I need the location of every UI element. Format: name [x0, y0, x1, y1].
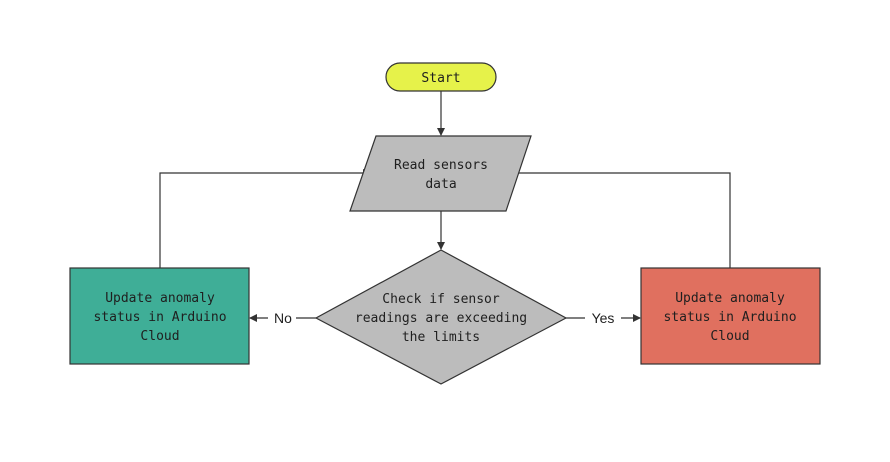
update-status-yes-shape [640, 267, 821, 365]
yes-label-bg [585, 308, 621, 328]
update-status-yes-node: Update anomaly status in Arduino Cloud [640, 267, 821, 365]
read-sensors-shape [349, 135, 532, 212]
edge-right-loop-to-read [509, 169, 731, 268]
read-sensors-node: Read sensors data [349, 135, 532, 212]
check-limits-line-3: the limits [402, 330, 480, 345]
update-status-no-node: Update anomaly status in Arduino Cloud [69, 267, 250, 365]
start-node: Start [385, 62, 497, 92]
read-sensors-line-2: data [425, 177, 456, 192]
check-limits-line-2: readings are exceeding [355, 311, 527, 326]
update-status-no-shape [69, 267, 250, 365]
check-limits-line-1: Check if sensor [382, 292, 500, 307]
check-limits-node: Check if sensor readings are exceeding t… [314, 249, 568, 385]
start-node-label: Start [421, 71, 460, 86]
update-status-no-line-1: Update anomaly [105, 291, 215, 306]
update-status-yes-line-1: Update anomaly [675, 291, 785, 306]
read-sensors-line-1: Read sensors [394, 158, 488, 173]
update-status-yes-line-2: status in Arduino [663, 310, 796, 325]
edge-label-yes: Yes [592, 310, 615, 326]
edge-left-loop-to-read [159, 169, 371, 268]
edge-label-no: No [274, 310, 292, 326]
update-status-yes-line-3: Cloud [710, 329, 749, 344]
update-status-no-line-2: status in Arduino [93, 310, 226, 325]
update-status-no-line-3: Cloud [140, 329, 179, 344]
start-node-shape [385, 62, 497, 92]
check-limits-shape [314, 249, 568, 385]
no-label-bg [268, 308, 296, 328]
